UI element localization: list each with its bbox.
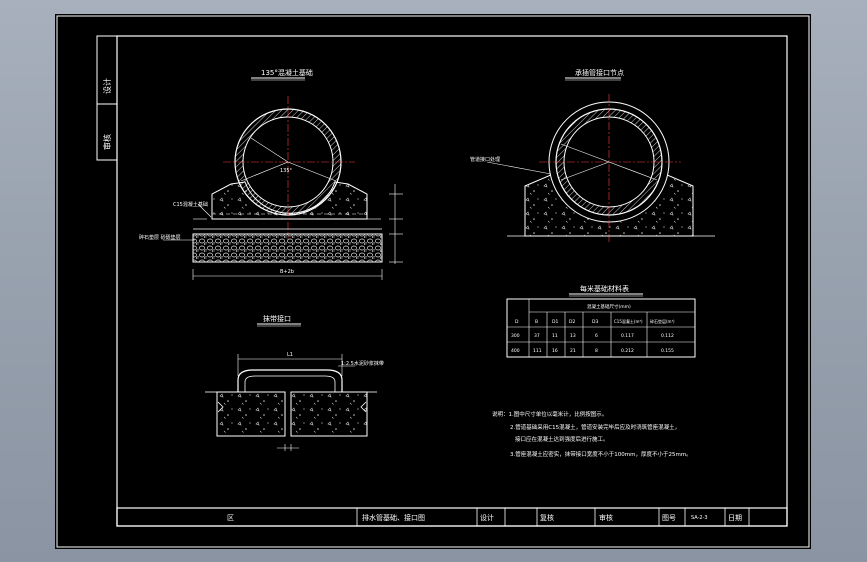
table-header-concrete: C15混凝土(m³) [614, 318, 643, 324]
table-cell: 16 [552, 348, 558, 354]
audit-label: 审核 [599, 513, 613, 522]
note-line: 3.管座混凝土应密实，抹带接口宽度不小于100mm，厚度不小于25mm。 [510, 450, 692, 458]
width-dim-label: B+2b [280, 269, 294, 275]
table-header-gravel: 碎石垫层(m³) [650, 318, 675, 324]
mortar-band [237, 369, 343, 392]
pipe-wall-left [216, 391, 286, 437]
table-cell: 0.112 [661, 333, 674, 339]
table-header-d1: D1 [552, 319, 558, 325]
table-title: 每米基础材料表 [580, 284, 629, 293]
title-cell-1: 区 [227, 514, 234, 522]
table-cell: 400 [511, 348, 520, 354]
material-table: 每米基础材料表 混凝土基础尺寸(mm) D B D1 D2 D3 C15混凝土(… [506, 284, 696, 358]
band-width-label: L1 [287, 352, 293, 358]
table-cell: 0.155 [661, 348, 674, 354]
view1-title: 135°混凝土基础 [261, 68, 313, 77]
table-header-d3: D3 [592, 319, 598, 325]
drawing-title: 排水管基础、接口图 [362, 513, 425, 522]
table-cell: 11 [552, 333, 558, 339]
drawing-no: SA-2-3 [691, 515, 708, 521]
title-block: 区 排水管基础、接口图 设计 复核 审核 图号 SA-2-3 日期 [116, 507, 788, 527]
date-label: 日期 [728, 514, 742, 522]
table-cell: 0.117 [621, 333, 634, 339]
table-cell: 13 [570, 333, 576, 339]
drawing-no-label: 图号 [662, 514, 676, 522]
table-header-d: D [515, 319, 519, 325]
table-cell: 0.212 [621, 348, 634, 354]
angle-label: 135° [280, 168, 293, 174]
notes: 说明：1.图中尺寸单位以毫米计，比例按图示。 2.管道基础采用C15混凝土，管道… [492, 410, 692, 458]
review-label: 复核 [540, 513, 554, 522]
side-label-design: 设计 [102, 78, 112, 94]
table-header-b: B [535, 319, 538, 325]
outer-border [56, 15, 810, 548]
side-label-review: 审核 [102, 134, 112, 150]
view-concrete-base: 135°混凝土基础 135° C15混凝土基础 碎石垫层 砂砾垫层 B+2b [139, 68, 403, 280]
drawing-sheet: 设计 审核 135°混凝土基础 135° C15混凝土基础 碎石垫层 砂砾垫层 [55, 14, 811, 549]
table-cell: 37 [534, 333, 540, 339]
table-cell: 21 [570, 348, 576, 354]
view2-title: 承插管接口节点 [575, 68, 624, 77]
table-cell: 300 [511, 333, 520, 339]
gravel-bed [192, 233, 383, 263]
view-band-joint: 抹带接口 L1 1:2.5水泥砂浆抹带 [205, 314, 384, 451]
band-label: 1:2.5水泥砂浆抹带 [341, 360, 384, 367]
cad-drawing: 设计 审核 135°混凝土基础 135° C15混凝土基础 碎石垫层 砂砾垫层 [56, 15, 810, 548]
pipe-label: 管道接口处理 [470, 156, 500, 163]
table-cell: 111 [533, 348, 542, 354]
view3-title: 抹带接口 [263, 314, 291, 323]
view-socket-joint: 承插管接口节点 管道接口处理 [470, 68, 715, 244]
design-label: 设计 [480, 513, 494, 522]
pipe-wall-right [290, 391, 368, 437]
note-line: 2.管道基础采用C15混凝土，管道安装完毕后应及时浇筑管座混凝土， [510, 423, 680, 431]
note-line: 接口应在混凝土达到强度后进行施工。 [515, 435, 609, 443]
table-header-group: 混凝土基础尺寸(mm) [587, 303, 631, 310]
gravel-label: 碎石垫层 砂砾垫层 [139, 234, 181, 241]
side-label-block: 设计 审核 [96, 35, 118, 161]
note-line: 说明：1.图中尺寸单位以毫米计，比例按图示。 [492, 410, 607, 418]
table-cell: 6 [595, 333, 598, 339]
table-cell: 8 [595, 348, 598, 354]
table-header-d2: D2 [569, 319, 575, 325]
base-label: C15混凝土基础 [173, 201, 208, 208]
